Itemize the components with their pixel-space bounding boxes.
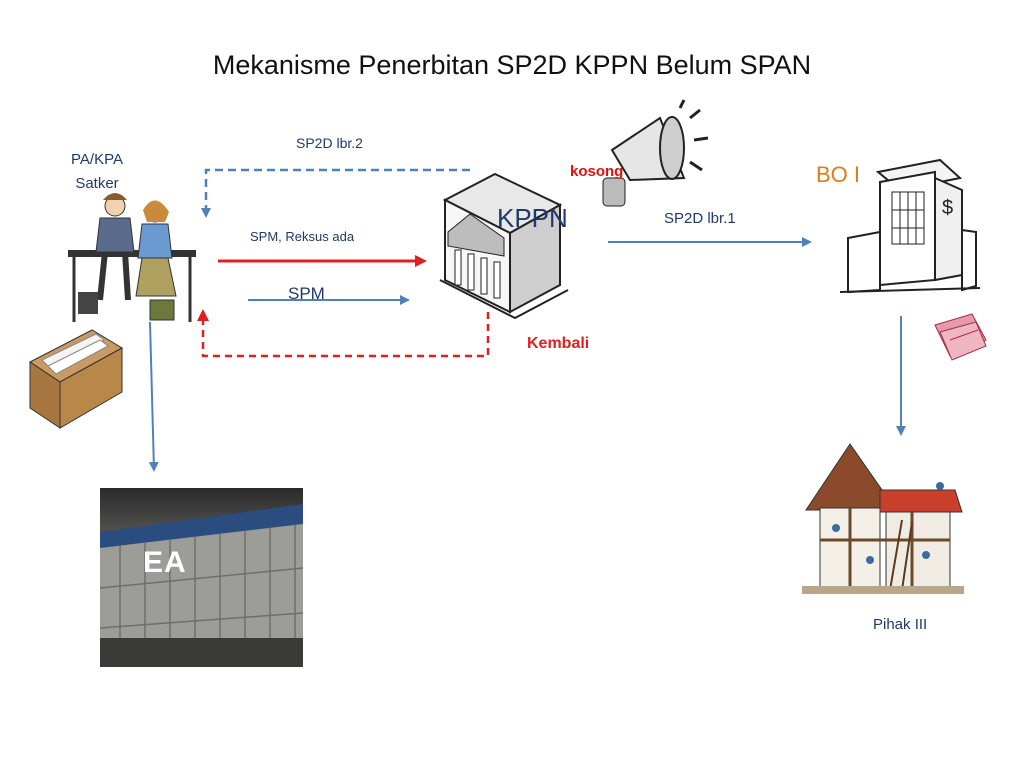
edge-label-kembali: Kembali bbox=[527, 335, 590, 352]
edge-label-kosong: kosong bbox=[570, 163, 624, 180]
node-satker: PA/KPA Satker bbox=[52, 148, 142, 196]
bank-building-icon: $ bbox=[839, 158, 981, 294]
node-kppn-label: KPPN bbox=[497, 203, 568, 233]
people-at-desk-icon bbox=[68, 193, 196, 322]
edge-label-spm-reksus: SPM, Reksus ada bbox=[250, 229, 355, 244]
node-pihak-iii-label: Pihak III bbox=[873, 616, 928, 633]
node-bank-label: BO I bbox=[816, 162, 861, 187]
page-title: Mekanisme Penerbitan SP2D KPPN Belum SPA… bbox=[212, 50, 812, 80]
edge-label-sp2d-lbr2: SP2D lbr.2 bbox=[296, 135, 363, 151]
house-construction-icon bbox=[802, 436, 964, 594]
node-ea-label: EA bbox=[143, 546, 187, 579]
ea-building-photo bbox=[100, 488, 303, 667]
edge-label-sp2d-lbr1: SP2D lbr.1 bbox=[664, 210, 736, 227]
file-box-icon bbox=[29, 329, 124, 429]
arrow-satker-ea bbox=[148, 321, 159, 472]
kppn-building-icon bbox=[439, 172, 569, 320]
edge-label-spm: SPM bbox=[288, 284, 325, 303]
money-icon bbox=[934, 313, 987, 361]
megaphone-icon bbox=[602, 99, 709, 207]
arrow-kembali bbox=[197, 309, 490, 358]
satker-label: PA/KPA Satker bbox=[71, 151, 123, 192]
arrow-sp2d-lbr2 bbox=[201, 168, 470, 218]
svg-text:$: $ bbox=[942, 197, 953, 219]
